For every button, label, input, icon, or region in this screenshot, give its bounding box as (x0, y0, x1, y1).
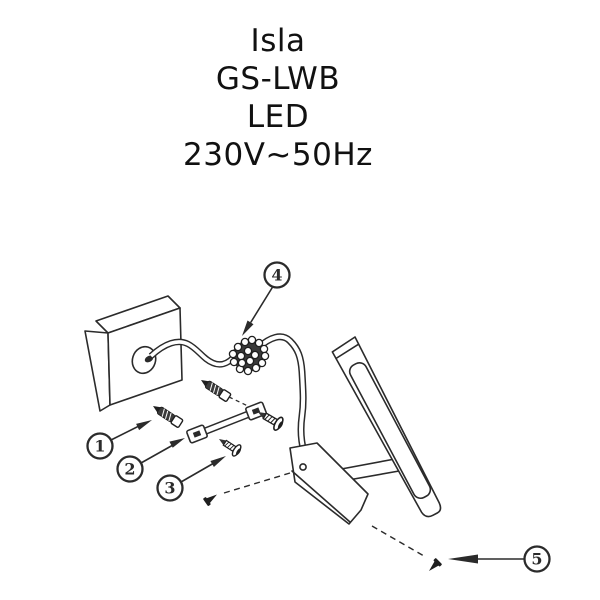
power-cable (255, 333, 308, 453)
callout-3: 3 (156, 456, 226, 502)
product-model: GS-LWB (215, 61, 341, 97)
product-voltage: 230V~50Hz (183, 137, 373, 173)
wall-anchor-2 (197, 375, 232, 403)
callout-1-number: 1 (94, 437, 105, 456)
guide-dash-anchor (228, 396, 251, 408)
callout-3-arrow (180, 462, 215, 483)
wall-hatch-left (84, 330, 111, 412)
guide-dash-lamp (371, 525, 425, 557)
supply-wire (148, 338, 236, 368)
fixing-screw-2 (425, 557, 443, 575)
wire-connector-cluster (228, 335, 270, 376)
mounting-screw-1 (214, 432, 244, 459)
callout-2-arrow (140, 444, 174, 464)
lamp-bar (331, 336, 442, 518)
callout-4: 4 (242, 261, 291, 336)
callout-4-number: 4 (271, 266, 282, 285)
callout-2-circle (116, 455, 144, 483)
callout-1-circle (86, 432, 114, 460)
callout-5-circle (523, 545, 551, 573)
product-title-block: Isla GS-LWB LED 230V~50Hz (0, 22, 578, 174)
guide-dash-bracket (223, 472, 291, 494)
callout-3-circle (156, 474, 184, 502)
product-lamp-type: LED (246, 99, 310, 135)
wall-bracket (289, 442, 369, 525)
callout-2: 2 (116, 438, 185, 483)
callout-4-circle (263, 261, 291, 289)
wall-anchor-1 (149, 401, 184, 429)
callout-1: 1 (86, 420, 152, 460)
mounting-strip (186, 401, 267, 444)
callout-3-number: 3 (164, 479, 175, 498)
callout-5: 5 (448, 545, 551, 573)
strip-plate-left (186, 424, 208, 444)
wall-box (84, 295, 183, 412)
product-name: Isla (250, 23, 306, 59)
lamp-bar-end-cap (335, 343, 360, 360)
callout-1-arrow (110, 424, 142, 441)
callout-4-arrow (250, 287, 273, 323)
callout-5-number: 5 (531, 550, 542, 569)
callout-2-number: 2 (124, 460, 135, 479)
led-diffuser-window (348, 362, 432, 500)
fixing-screw-1 (202, 490, 220, 507)
cable-stub (144, 355, 154, 363)
bracket-screw-hole (299, 463, 307, 471)
